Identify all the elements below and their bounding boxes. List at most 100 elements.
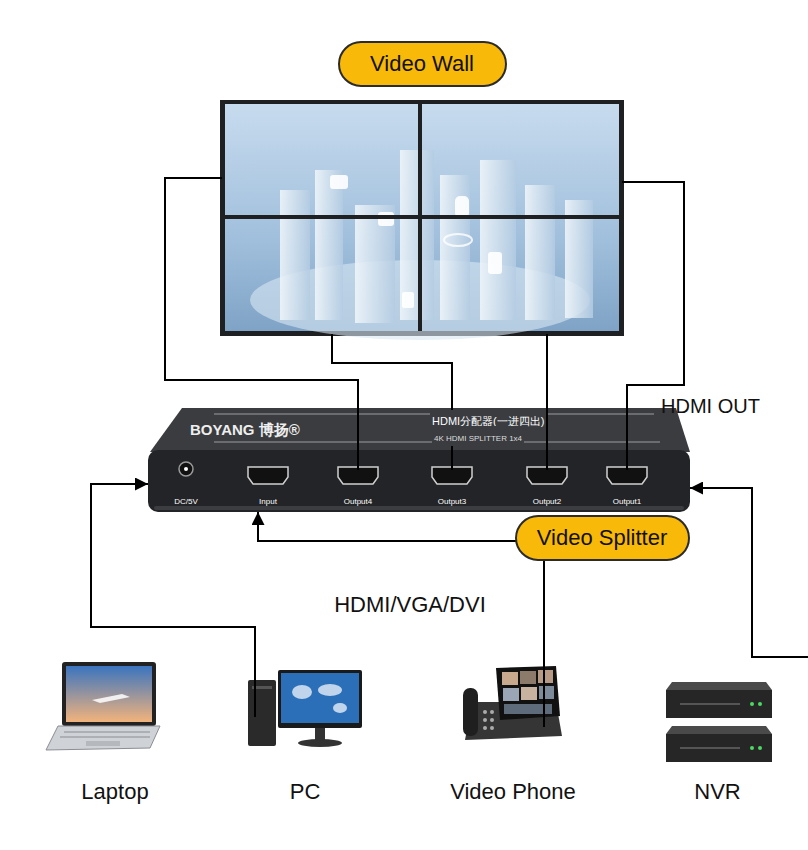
nvr-icon-part <box>680 747 740 749</box>
video-phone-icon-part <box>521 687 537 700</box>
hdmi-cable <box>546 334 548 470</box>
nvr-icon-part <box>666 734 772 762</box>
node-label: NVR <box>694 779 740 804</box>
laptop-icon-part <box>86 741 120 746</box>
video-wall: Video Wall <box>222 102 622 334</box>
nvr-icon-part <box>758 746 762 750</box>
device-caption: PC <box>240 779 370 805</box>
splitter-body-part <box>150 408 690 452</box>
video-phone-icon-part <box>520 671 536 684</box>
video-phone-icon-part <box>463 688 478 736</box>
hdmi-port-part <box>248 467 288 484</box>
laptop-icon-part <box>64 732 150 733</box>
video-wall-screens-part <box>330 175 348 189</box>
node-label: 4K HDMI SPLITTER 1x4 <box>434 434 522 443</box>
label-text: Output1 <box>613 497 641 506</box>
splitter-body-part <box>148 450 690 512</box>
laptop-icon-part <box>46 726 160 750</box>
source-device: Laptop <box>45 655 185 805</box>
product-subtitle: 4K HDMI SPLITTER 1x4 <box>432 426 524 446</box>
dc-jack-part <box>184 467 188 471</box>
node-label: BOYANG 博扬® <box>190 421 300 438</box>
signal-label: HDMI/VGA/DVI <box>334 592 486 618</box>
video-phone-icon-part <box>503 688 519 701</box>
video-phone-icon-part <box>490 710 494 714</box>
brand-text: BOYANG 博扬® <box>188 420 302 440</box>
video-phone-icon-part <box>538 670 553 683</box>
signal-arrow <box>258 512 544 727</box>
port-label: DC/5V <box>174 490 198 508</box>
video-wall-screens-part <box>400 150 434 320</box>
video-phone-icon-part <box>539 686 554 699</box>
port-label: Input <box>259 490 277 508</box>
video-wall-screens-part <box>315 170 343 320</box>
signal-arrow <box>91 484 255 717</box>
splitter-body <box>148 408 690 512</box>
pc-icon <box>248 670 362 747</box>
video-splitter: BOYANG 博扬®HDMI分配器(一进四出)4K HDMI SPLITTER … <box>148 408 690 512</box>
label-text: Output4 <box>344 497 372 506</box>
video-phone-icon-part <box>496 666 560 720</box>
video-wall-screens-part <box>225 215 619 219</box>
pc-icon-part <box>298 739 342 747</box>
label-text: HDMI/VGA/DVI <box>334 592 486 617</box>
dc-jack-part <box>179 462 193 476</box>
hdmi-port <box>248 467 647 484</box>
node-label: PC <box>290 779 321 804</box>
source-device: Video Phone <box>438 665 588 805</box>
label-text: Input <box>259 497 277 506</box>
label-text: Output2 <box>533 497 561 506</box>
nvr-icon-part <box>750 702 754 706</box>
video-wall-screens-part <box>402 292 414 308</box>
video-phone-icon-part <box>483 718 487 722</box>
nvr-icon-part <box>758 702 762 706</box>
laptop-icon-part <box>66 666 152 722</box>
nvr-icon-part <box>666 690 772 718</box>
pc-icon-part <box>292 685 312 699</box>
video-wall-screens-part <box>480 160 516 320</box>
nvr-icon-part <box>680 703 740 705</box>
laptop-icon-part <box>92 694 130 703</box>
video-wall-screens <box>220 100 624 340</box>
pc-icon-part <box>333 703 347 713</box>
video-phone-icon-part <box>483 726 487 730</box>
video-wall-screens-part <box>444 234 472 246</box>
hdmi-cable <box>332 334 452 470</box>
callout-pill: Video Wall <box>338 41 507 87</box>
nvr-icon-part <box>666 726 772 734</box>
video-phone-icon-part <box>502 672 518 685</box>
signal-label: HDMI OUT <box>661 395 760 418</box>
video-phone-icon-part <box>490 718 494 722</box>
port-label: Output2 <box>533 490 561 508</box>
label-text: HDMI OUT <box>661 395 760 417</box>
node-label: Video Splitter <box>537 525 667 551</box>
video-wall-screens-part <box>525 185 555 320</box>
dc-jack <box>179 462 193 476</box>
video-wall-screens-part <box>455 196 469 218</box>
pc-icon-part <box>278 670 362 728</box>
nvr-icon <box>666 682 772 762</box>
port-label: Output3 <box>438 490 466 508</box>
source-device: PC <box>240 665 370 805</box>
video-wall-screens-part <box>280 190 310 320</box>
pc-icon-part <box>281 673 359 723</box>
hdmi-cable <box>622 182 684 470</box>
signal-arrow <box>690 488 808 742</box>
device-caption: Video Phone <box>438 779 588 805</box>
video-wall-screens-part <box>488 252 502 274</box>
video-phone-icon-part <box>465 702 562 740</box>
label-text: Output3 <box>438 497 466 506</box>
label-text: DC/5V <box>174 497 198 506</box>
video-wall-screens-part <box>355 205 395 323</box>
laptop-icon-part <box>62 662 156 726</box>
source-device: NVR <box>655 680 780 805</box>
splitter-body-part <box>154 506 684 510</box>
video-phone-icon <box>463 666 562 740</box>
port-label: Output4 <box>344 490 372 508</box>
nvr-icon-part <box>666 682 772 690</box>
laptop-icon-part <box>60 737 150 738</box>
device-caption: Laptop <box>45 779 185 805</box>
nvr-icon-part <box>750 746 754 750</box>
